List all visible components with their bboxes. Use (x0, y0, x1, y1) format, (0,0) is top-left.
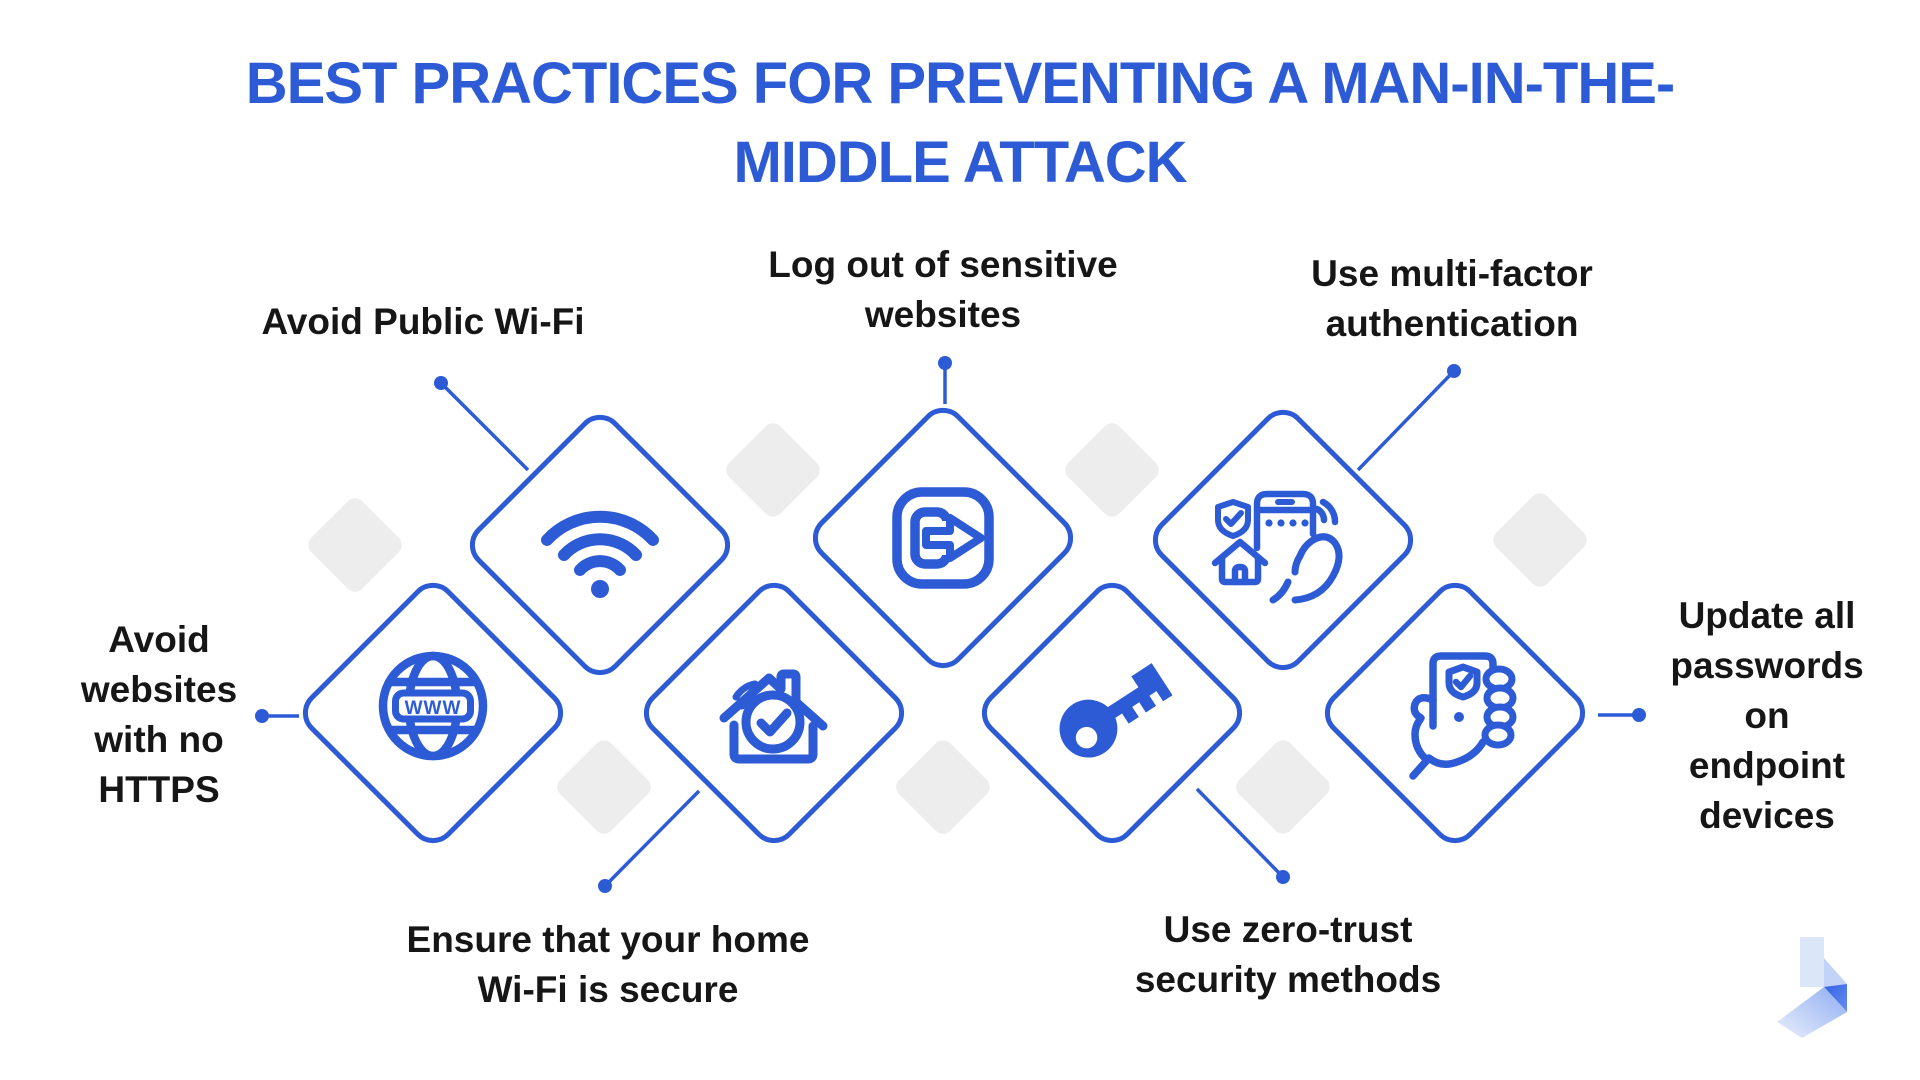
phone-in-hand-icon (1409, 652, 1517, 780)
decor-diamond (892, 736, 994, 838)
decor-diamond (722, 419, 824, 521)
connector-dot-mfa (1447, 364, 1461, 378)
label-multi-factor: Use multi-factor authentication (1311, 253, 1593, 344)
decor-diamond (1489, 489, 1591, 591)
label-avoid-no-https: Avoid websites with no HTTPS (80, 619, 238, 810)
connector-dot-logout (938, 356, 952, 370)
connector-line-wifi (439, 381, 530, 472)
mfa-phone-icon (1211, 490, 1343, 604)
decor-diamond (1061, 419, 1163, 521)
page-title: BEST PRACTICES FOR PREVENTING A MAN-IN-T… (245, 51, 1676, 195)
label-logout-sensitive: Log out of sensitive websites (768, 244, 1118, 335)
globe-www-icon: WWW (378, 651, 488, 761)
label-update-passwords: Update all passwords on endpoint devices (1670, 595, 1864, 836)
connector-dot-wifi (434, 376, 448, 390)
connector-dot-passwords (1632, 708, 1646, 722)
label-home-wifi-secure: Ensure that your home Wi-Fi is secure (406, 919, 810, 1010)
wifi-icon (541, 510, 659, 598)
connector-dot-home (598, 879, 612, 893)
brand-logo (1777, 937, 1847, 1038)
logout-icon (892, 487, 994, 589)
key-icon (1059, 663, 1173, 758)
decor-diamond (1232, 736, 1334, 838)
decor-diamond (304, 494, 406, 596)
decor-diamond (553, 736, 655, 838)
connector-dot-https (255, 709, 269, 723)
home-check-icon (719, 669, 828, 764)
label-avoid-public-wifi: Avoid Public Wi-Fi (261, 301, 585, 342)
globe-www-text: WWW (405, 698, 462, 719)
label-zero-trust: Use zero-trust security methods (1134, 909, 1442, 1000)
connector-dot-zerotrust (1276, 870, 1290, 884)
connector-line-mfa (1356, 369, 1456, 472)
